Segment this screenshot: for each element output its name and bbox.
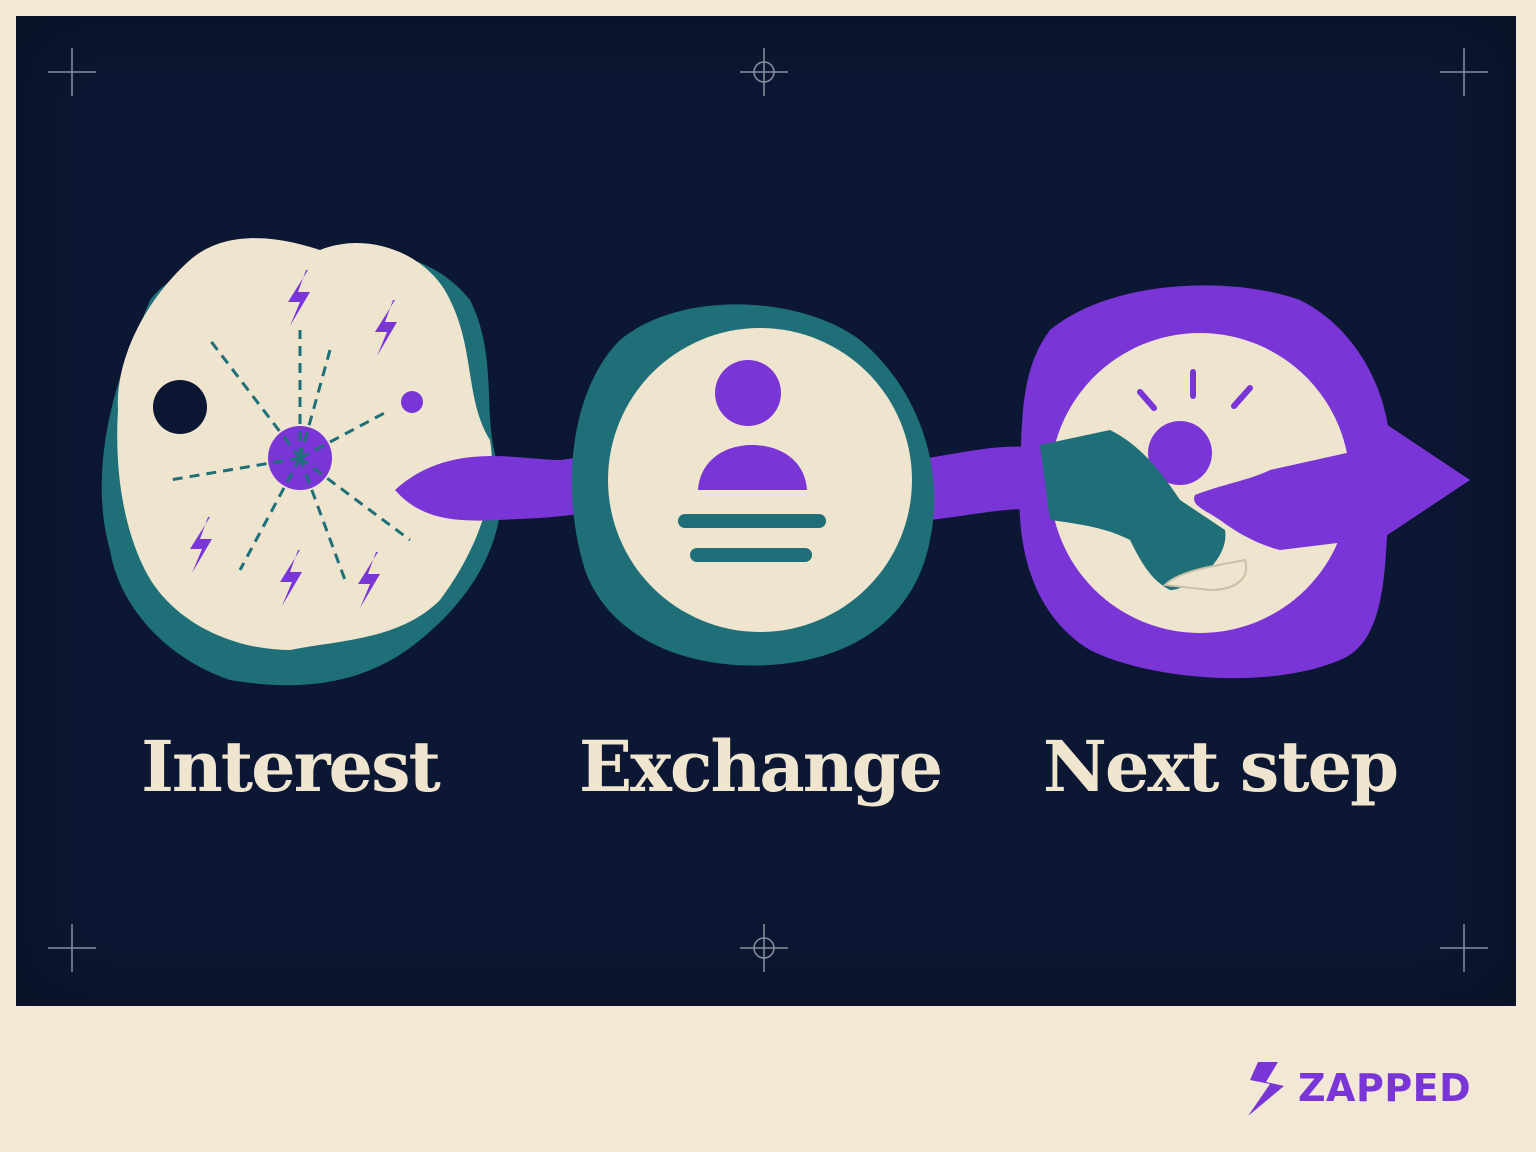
step-3-next-step-icon — [1019, 285, 1391, 679]
person-icon — [715, 360, 781, 426]
brand-name: ZAPPED — [1298, 1066, 1472, 1110]
step-label-interest: Interest — [141, 725, 441, 808]
step-label-next-step: Next step — [1042, 725, 1399, 808]
sun-icon — [1148, 421, 1212, 485]
lightning-s-logo-icon — [1248, 1062, 1284, 1116]
brand-logo: ZAPPED — [1244, 1056, 1504, 1120]
registration-marks — [48, 48, 1488, 972]
handshake-icon — [1040, 430, 1226, 590]
step-2-exchange-icon — [571, 304, 935, 666]
step-label-exchange: Exchange — [578, 725, 943, 808]
step-1-interest-burst — [101, 238, 502, 686]
